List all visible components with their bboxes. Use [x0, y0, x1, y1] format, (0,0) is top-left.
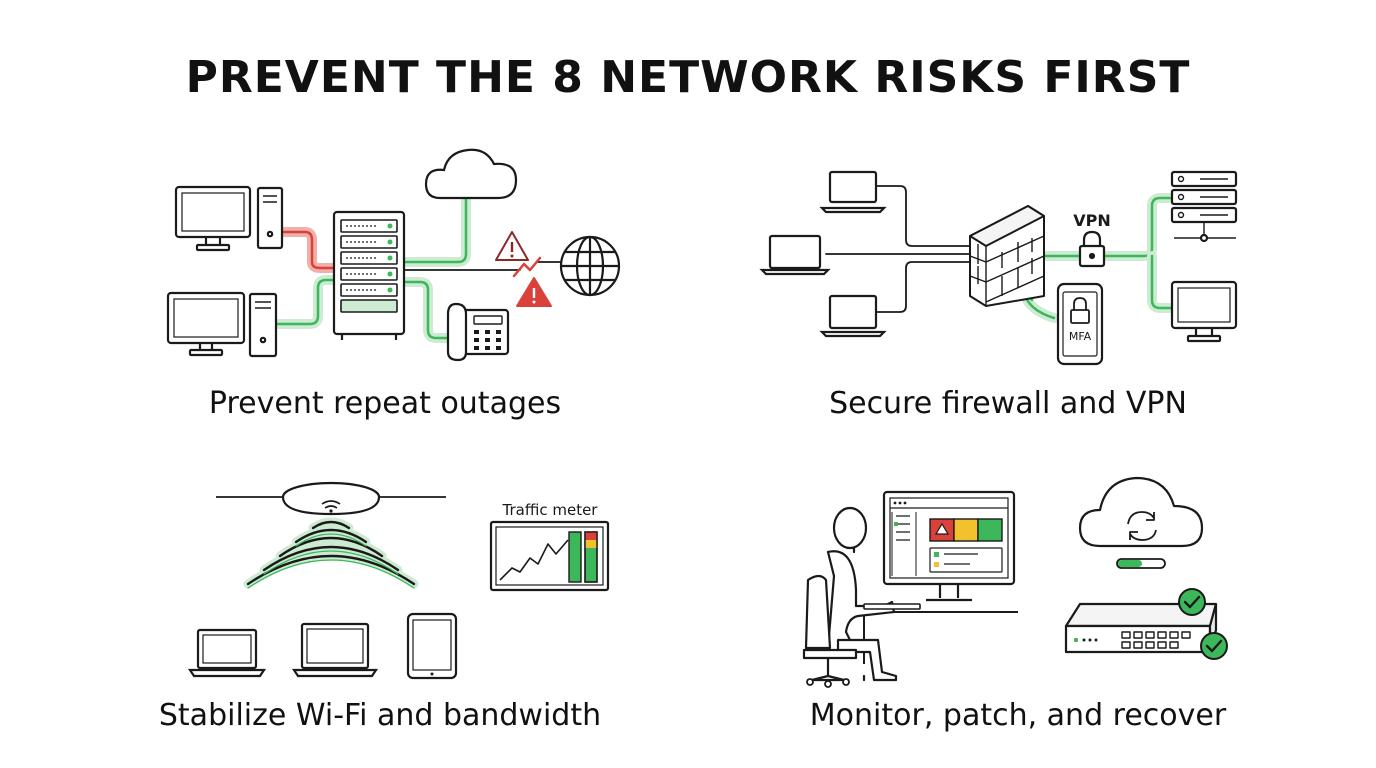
panel-firewall: VPN MFA Secure firewa [688, 0, 1376, 440]
vpn-label: VPN [1073, 211, 1111, 230]
cloud-sync-icon [1078, 476, 1204, 548]
wifi-signal-waves [243, 517, 419, 589]
phone-cable [402, 280, 454, 340]
desktop-computer-icon [166, 291, 278, 358]
panel-wifi: Traffic meter Stabilize Wi-Fi and bandwi… [0, 440, 688, 768]
mfa-label: MFA [1069, 330, 1092, 343]
panel-outages: Prevent repeat outages [0, 0, 688, 440]
sync-progress-fill [1118, 560, 1142, 567]
failing-cable-glow [277, 227, 343, 273]
monitor-diagram [802, 476, 1228, 688]
server-rack-icon [332, 210, 406, 340]
dashboard-monitor-icon [882, 490, 1016, 602]
broken-link-icon [512, 256, 542, 278]
cloud-icon [424, 148, 518, 200]
caption-wifi: Stabilize Wi-Fi and bandwidth [158, 698, 602, 733]
caption-outages: Prevent repeat outages [208, 386, 562, 421]
traffic-meter-icon [489, 520, 610, 592]
outages-diagram [166, 148, 621, 362]
wifi-diagram: Traffic meter [187, 481, 610, 680]
laptop-icon [819, 294, 887, 338]
laptop-icon [187, 628, 267, 678]
healthy-cable [274, 278, 340, 326]
lock-icon [1078, 230, 1106, 268]
traffic-meter-label: Traffic meter [502, 501, 599, 519]
server-stack-icon [1170, 170, 1238, 243]
laptop-icon [291, 622, 379, 678]
keyboard-icon [863, 603, 921, 610]
check-circle-icon [1200, 632, 1228, 660]
laptop-icon [819, 170, 887, 214]
desktop-computer-icon [174, 185, 284, 252]
mfa-phone-icon [1056, 282, 1104, 366]
page-title: PREVENT THE 8 NETWORK RISKS FIRST [185, 52, 1191, 103]
tablet-icon [406, 612, 458, 680]
laptop-icon [759, 234, 831, 276]
check-circle-icon [1178, 588, 1206, 616]
panel-monitor: Monitor, patch, and recover [688, 440, 1376, 768]
cloud-cable [402, 194, 468, 264]
firewall-icon [969, 205, 1045, 307]
desk-phone-icon [446, 302, 510, 362]
wifi-access-point-icon [281, 481, 381, 516]
failing-cable [280, 230, 340, 270]
caption-firewall: Secure firewall and VPN [829, 386, 1187, 421]
firewall-diagram: VPN MFA [759, 170, 1238, 366]
warning-icon [516, 277, 552, 307]
globe-icon [559, 235, 621, 297]
person-icon [802, 506, 898, 682]
desktop-computer-icon [1170, 280, 1238, 343]
caption-monitor: Monitor, patch, and recover [809, 698, 1227, 733]
warning-icon [495, 231, 529, 261]
